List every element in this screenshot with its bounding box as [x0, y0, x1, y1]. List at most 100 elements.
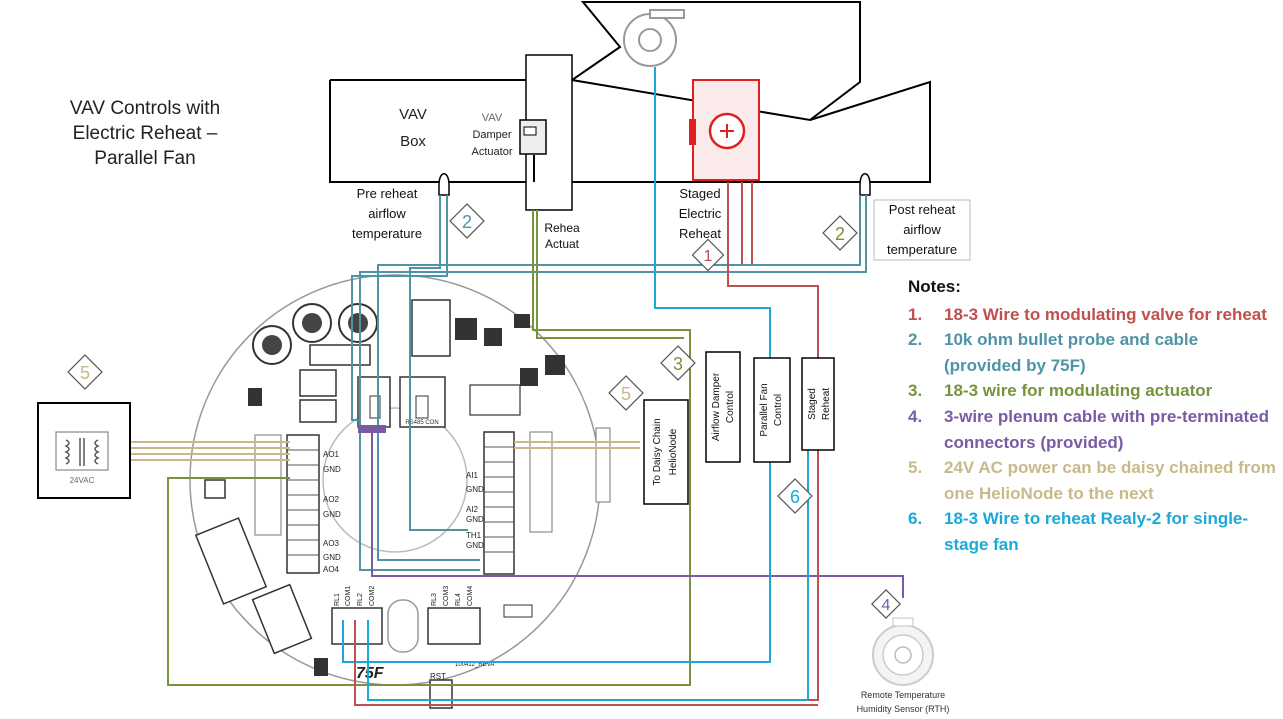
note-number: 2.: [908, 330, 923, 350]
daisy-chain-line2: HelioNode: [668, 428, 679, 475]
vav-box-label: VAV Box: [399, 106, 427, 150]
daisy-chain-box: To Daisy Chain HelioNode: [643, 399, 689, 505]
board-pin-labels-left: AO1 GND AO2 GND AO3 GND AO4: [323, 450, 341, 574]
wire-note4-plenum: [371, 430, 904, 598]
board-rev-text: 100412_REVA: [455, 662, 494, 668]
parallel-fan-line2: Control: [773, 394, 784, 426]
pin-label-right-5: TH1: [466, 531, 482, 540]
airflow-damper-line2: Control: [725, 391, 736, 423]
pin-label-right-2: GND: [466, 485, 484, 494]
daisy-chain-line1: To Daisy Chain: [652, 418, 663, 485]
pre-reheat-line1: Pre reheat: [357, 186, 418, 201]
notes-panel: Notes: 1. 18-3 Wire to modulating valve …: [908, 274, 1278, 558]
badge-6: 6: [777, 478, 813, 514]
transformer-label: 24VAC: [70, 476, 95, 485]
badge-1: 1: [691, 238, 725, 272]
staged-electric-line2: Electric: [679, 206, 722, 221]
plenum-connector: [358, 425, 386, 433]
reheat-actuator-line2: Actuat: [545, 237, 580, 251]
fan-icon: [623, 9, 685, 67]
note-text: 3-wire plenum cable with pre-terminated …: [944, 406, 1269, 452]
wire-note2-probes: [351, 195, 867, 571]
board-pin-labels-right: AI1 GND AI2 GND TH1 GND: [466, 471, 484, 550]
relay-label-1: RL1: [334, 593, 341, 606]
airflow-damper-line1: Airflow Damper: [711, 372, 722, 441]
staged-reheat-line2: Reheat: [821, 388, 832, 420]
transformer: 24VAC: [37, 402, 131, 499]
pin-label-right-3: AI2: [466, 505, 479, 514]
vav-box-label-line2: Box: [400, 133, 426, 150]
staged-electric-label: Staged Electric Reheat: [679, 186, 722, 241]
wire-note5-24vac: [112, 441, 640, 461]
pre-reheat-label: Pre reheat airflow temperature: [338, 186, 434, 241]
pin-label-right-1: AI1: [466, 471, 479, 480]
relay-label-3: RL2: [357, 593, 364, 606]
pin-label-left-3: AO2: [323, 495, 340, 504]
note-number: 6.: [908, 509, 923, 529]
reheat-actuator-line1: Rehea: [544, 221, 580, 235]
port-rs485-label: RS485 CON: [405, 420, 438, 426]
pre-reheat-line3: temperature: [352, 226, 422, 241]
rth-label: Remote Temperature Humidity Sensor (RTH): [857, 690, 950, 714]
note-item-3: 3. 18-3 wire for modulating actuator: [908, 378, 1278, 404]
damper-actuator: VAV Damper Actuator: [472, 54, 573, 211]
staged-electric-line3: Reheat: [679, 226, 721, 241]
damper-actuator-line2: Damper: [472, 129, 511, 141]
relay-label-2: COM1: [345, 586, 352, 606]
wire-note3-actuator: [167, 210, 691, 686]
rth-line1: Remote Temperature: [861, 690, 945, 700]
relay-label-6: COM3: [443, 586, 450, 606]
parallel-fan-box: Parallel Fan Control: [753, 357, 791, 463]
pin-label-left-1: AO1: [323, 450, 340, 459]
diagram-title: VAV Controls with Electric Reheat – Para…: [40, 96, 250, 171]
note-item-6: 6. 18-3 Wire to reheat Realy-2 for singl…: [908, 506, 1278, 557]
note-number: 5.: [908, 458, 923, 478]
post-reheat-probe-icon: [859, 173, 871, 196]
post-reheat-line1: Post reheat: [889, 202, 956, 217]
badge-2-right: 2: [822, 215, 858, 251]
note-text: 24V AC power can be daisy chained from o…: [944, 458, 1276, 503]
note-item-5: 5. 24V AC power can be daisy chained fro…: [908, 455, 1278, 506]
damper-actuator-line1: VAV: [482, 112, 503, 124]
badge-3-number: 3: [673, 354, 683, 374]
helionode-board: RS485 CON: [189, 274, 611, 709]
note-item-2: 2. 10k ohm bullet probe and cable (provi…: [908, 327, 1278, 378]
rst-label: RST: [430, 672, 446, 681]
badge-5-left: 5: [67, 354, 103, 390]
pin-label-left-2: GND: [323, 465, 341, 474]
staged-electric-line1: Staged: [679, 186, 720, 201]
pin-label-left-5: AO3: [323, 539, 340, 548]
badge-5-left-number: 5: [80, 363, 90, 383]
relay-label-8: COM4: [467, 586, 474, 606]
rth-sensor-icon: [872, 617, 934, 686]
pin-label-left-7: AO4: [323, 565, 340, 574]
note-item-4: 4. 3-wire plenum cable with pre-terminat…: [908, 404, 1278, 455]
badge-5-right: 5: [608, 375, 644, 411]
vav-box-label-line1: VAV: [399, 106, 427, 123]
pre-reheat-line2: airflow: [368, 206, 406, 221]
board-logo: 75F 100412_REVA RST: [356, 662, 494, 682]
badge-6-number: 6: [790, 487, 800, 507]
reheat-actuator-label: Rehea Actuat: [544, 221, 580, 251]
notes-heading: Notes:: [908, 277, 961, 296]
post-reheat-label: Post reheat airflow temperature: [873, 199, 971, 261]
relay-labels: RL1 COM1 RL2 COM2 RL3 COM3 RL4 COM4: [334, 586, 474, 606]
post-reheat-line2: airflow: [903, 222, 941, 237]
badge-1-number: 1: [704, 248, 713, 265]
wire-note1-reheat: [354, 182, 819, 706]
badge-4: 4: [871, 589, 901, 619]
note-text: 10k ohm bullet probe and cable (provided…: [944, 330, 1199, 375]
pin-label-right-6: GND: [466, 541, 484, 550]
note-number: 4.: [908, 406, 923, 426]
airflow-damper-box: Airflow Damper Control: [705, 351, 741, 463]
badge-4-number: 4: [882, 597, 891, 614]
board-logo-text: 75F: [356, 665, 385, 682]
wire-note6-fan: [342, 67, 809, 701]
post-reheat-line3: temperature: [887, 242, 957, 257]
staged-reheat-box: Staged Reheat: [801, 357, 835, 451]
pin-label-right-4: GND: [466, 515, 484, 524]
note-text: 18-3 wire for modulating actuator: [944, 381, 1213, 401]
note-item-1: 1. 18-3 Wire to modulating valve for reh…: [908, 302, 1278, 328]
pin-label-left-6: GND: [323, 553, 341, 562]
badge-2-left: 2: [449, 203, 485, 239]
